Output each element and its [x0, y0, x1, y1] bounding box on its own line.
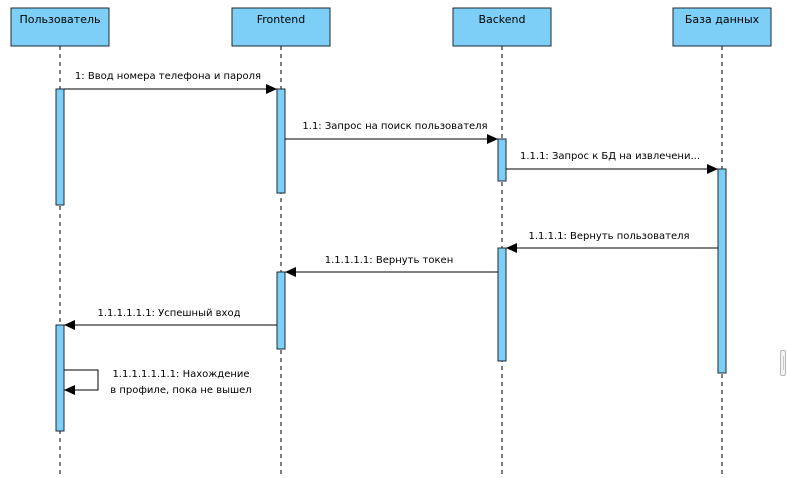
message-5-label: 1.1.1.1.1: Вернуть токен [325, 255, 453, 266]
actor-box-db[interactable] [672, 7, 772, 47]
message-7-label-line-2: в профиле, пока не вышел [110, 385, 251, 396]
actor-label-backend: Backend [478, 13, 525, 26]
message-1-label: 1: Ввод номера телефона и пароля [75, 71, 261, 82]
message-7-label-line-1: 1.1.1.1.1.1.1: Нахождение [112, 369, 249, 380]
message-4-label: 1.1.1.1: Вернуть пользователя [528, 231, 689, 242]
activation-frontend-1 [276, 88, 286, 194]
actor-label-user: Пользователь [19, 13, 100, 26]
message-3-label: 1.1.1: Запрос к БД на извлечени... [520, 151, 700, 162]
activation-backend-1 [497, 138, 507, 182]
lifeline-frontend: Frontend [231, 7, 331, 478]
message-1[interactable]: 1: Ввод номера телефона и пароля [64, 71, 277, 94]
activation-backend-2 [497, 247, 507, 362]
actor-label-db: База данных [685, 13, 760, 26]
activation-db-1 [717, 168, 727, 374]
message-5[interactable]: 1.1.1.1.1: Вернуть токен [285, 255, 498, 277]
message-3[interactable]: 1.1.1: Запрос к БД на извлечени... [506, 151, 718, 174]
activation-user-2 [55, 324, 65, 432]
activation-user-1 [55, 88, 65, 206]
actor-box-user[interactable] [10, 7, 110, 47]
message-4[interactable]: 1.1.1.1: Вернуть пользователя [506, 231, 718, 253]
actor-label-frontend: Frontend [257, 13, 306, 26]
scroll-handle[interactable] [780, 350, 786, 376]
message-7[interactable]: 1.1.1.1.1.1.1: Нахождение в профиле, пок… [64, 369, 252, 396]
lifeline-db: База данных [672, 7, 772, 478]
lifeline-backend: Backend [452, 7, 552, 478]
message-7-arrow [64, 369, 99, 395]
message-6-label: 1.1.1.1.1.1: Успешный вход [97, 308, 240, 319]
activation-frontend-2 [276, 271, 286, 350]
actor-box-backend[interactable] [452, 7, 552, 47]
actor-box-frontend[interactable] [231, 7, 331, 47]
message-2-label: 1.1: Запрос на поиск пользователя [302, 121, 487, 132]
message-6[interactable]: 1.1.1.1.1.1: Успешный вход [64, 308, 277, 330]
lifeline-user: Пользователь [10, 7, 110, 478]
message-2[interactable]: 1.1: Запрос на поиск пользователя [285, 121, 498, 144]
